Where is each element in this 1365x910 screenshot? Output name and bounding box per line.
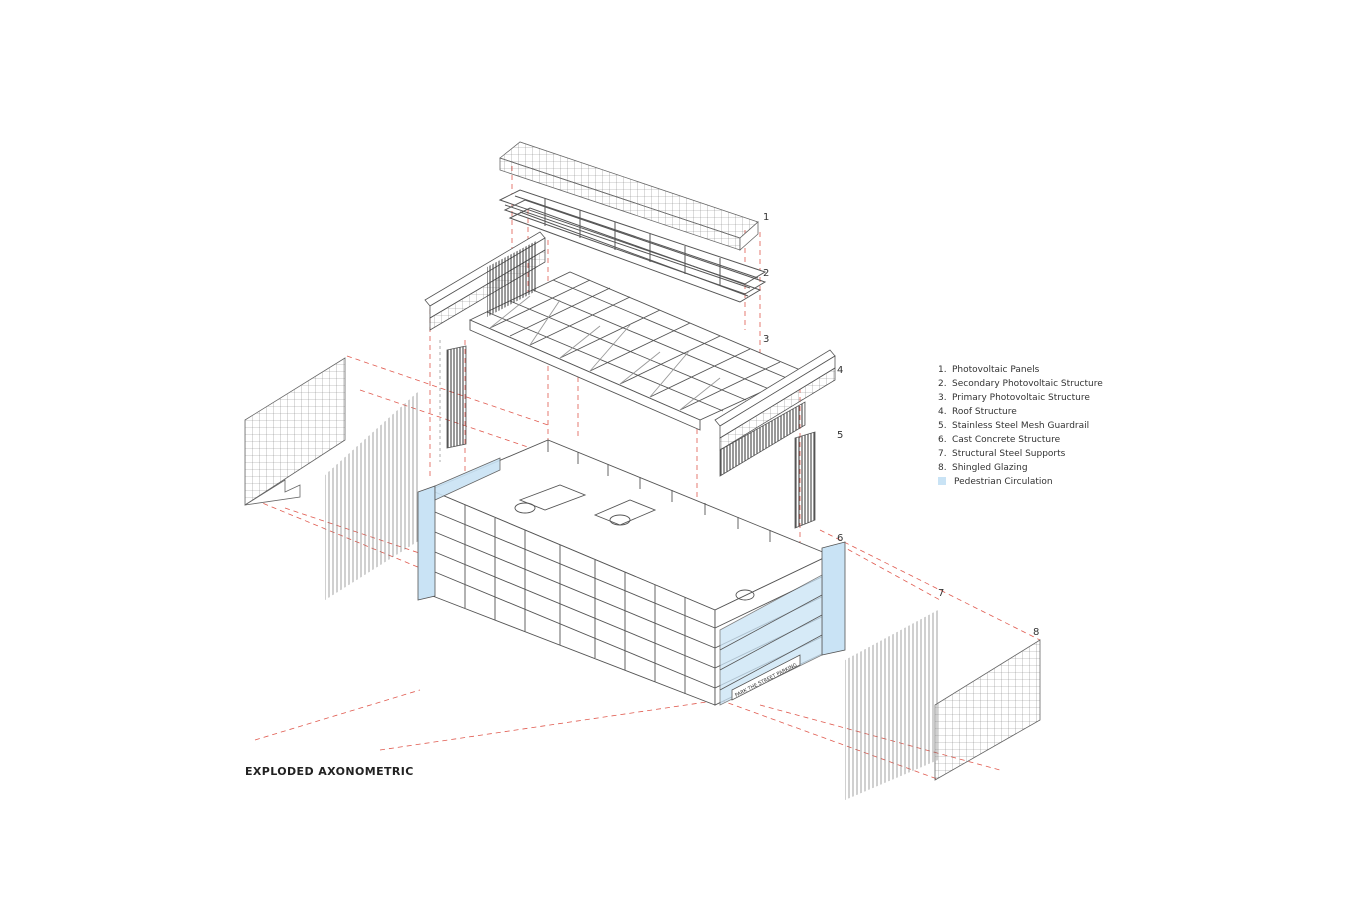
structural-steel-supports-left	[325, 390, 420, 600]
legend-item-label: Cast Concrete Structure	[952, 435, 1061, 445]
legend: 1. Photovoltaic Panels 2. Secondary Photov…	[938, 363, 1103, 489]
legend-item-number: 7.	[938, 449, 947, 459]
legend-item-label: Pedestrian Circulation	[954, 477, 1053, 487]
roof-structure-right	[714, 349, 836, 477]
legend-item: 2. Secondary Photovoltaic Structure	[938, 377, 1103, 391]
pedestrian-circulation	[417, 457, 846, 706]
legend-item-number: 2.	[938, 379, 947, 389]
guardrail-right-panel	[794, 431, 816, 529]
callout-2: 2	[763, 268, 770, 279]
callout-3: 3	[763, 334, 770, 345]
legend-item: 7. Structural Steel Supports	[938, 447, 1103, 461]
legend-item-pedestrian-circulation: Pedestrian Circulation	[938, 475, 1103, 489]
legend-item-number: 1.	[938, 365, 947, 375]
legend-item-number: 3.	[938, 393, 947, 403]
legend-item-label: Primary Photovoltaic Structure	[952, 393, 1090, 403]
legend-item: 5. Stainless Steel Mesh Guardrail	[938, 419, 1103, 433]
pedestrian-circulation-swatch	[938, 477, 946, 485]
legend-item: 6. Cast Concrete Structure	[938, 433, 1103, 447]
legend-item: 3. Primary Photovoltaic Structure	[938, 391, 1103, 405]
legend-item-number: 6.	[938, 435, 947, 445]
legend-item: 1. Photovoltaic Panels	[938, 363, 1103, 377]
primary-photovoltaic-structure	[468, 271, 807, 431]
callout-8: 8	[1033, 627, 1040, 638]
legend-item-label: Structural Steel Supports	[952, 449, 1066, 459]
legend-item: 8. Shingled Glazing	[938, 461, 1103, 475]
legend-item-label: Photovoltaic Panels	[952, 365, 1040, 375]
legend-item-number: 5.	[938, 421, 947, 431]
structural-steel-supports-right	[845, 610, 938, 800]
callout-5: 5	[837, 430, 844, 441]
secondary-photovoltaic-structure	[498, 189, 767, 303]
legend-item-label: Secondary Photovoltaic Structure	[952, 379, 1103, 389]
guardrail-left-panel	[439, 340, 467, 462]
legend-item-number: 4.	[938, 407, 947, 417]
callout-4: 4	[837, 365, 844, 376]
photovoltaic-panels	[499, 141, 759, 251]
drawing-title: EXPLODED AXONOMETRIC	[245, 765, 414, 778]
shingled-glazing-right	[934, 639, 1041, 781]
roof-structure-left	[424, 231, 546, 331]
legend-item: 4. Roof Structure	[938, 405, 1103, 419]
legend-item-number: 8.	[938, 463, 947, 473]
legend-item-label: Shingled Glazing	[952, 463, 1028, 473]
callout-6: 6	[837, 533, 844, 544]
shingled-glazing-left	[244, 357, 346, 506]
legend-item-label: Stainless Steel Mesh Guardrail	[952, 421, 1090, 431]
callout-7: 7	[938, 588, 945, 599]
callout-1: 1	[763, 212, 770, 223]
legend-item-label: Roof Structure	[952, 407, 1017, 417]
